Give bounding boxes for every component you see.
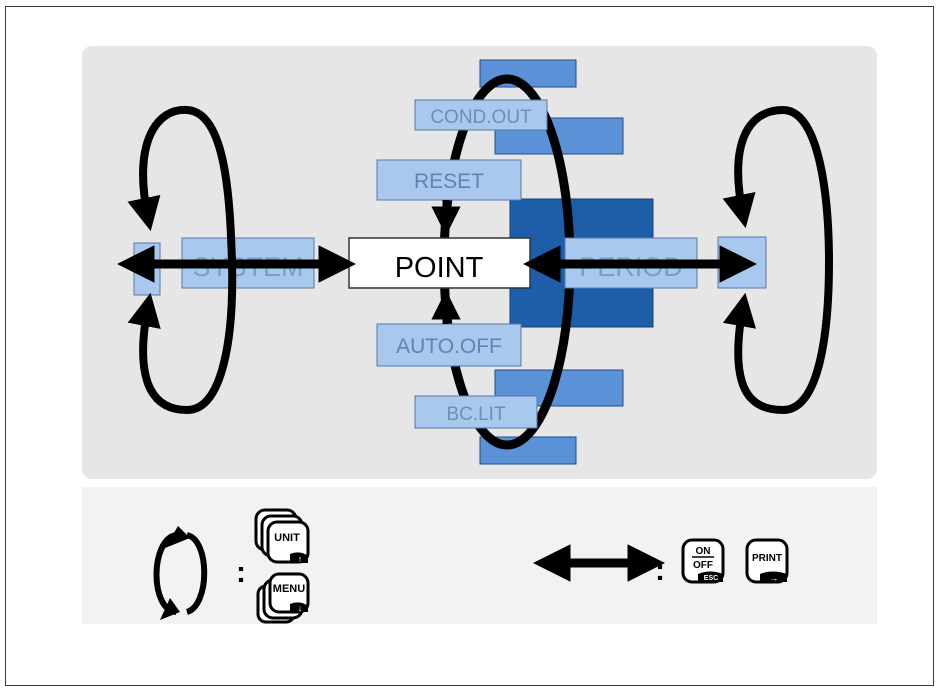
- legend-rotate-arrowhead-bottom: [160, 598, 180, 620]
- auto-off-box: [376, 323, 522, 367]
- up-arrow-icon: ↑: [298, 554, 303, 564]
- bc-lit-box: [414, 395, 538, 429]
- reset-box: [376, 159, 522, 201]
- down-arrow-icon: ↓: [298, 603, 303, 613]
- reset-label: RESET: [414, 170, 484, 193]
- system-edge-box: [133, 242, 161, 296]
- point-label: POINT: [395, 252, 484, 284]
- legend-colon-2: :: [655, 554, 665, 587]
- off-key-label: OFF: [693, 560, 713, 571]
- unit-key-stack: UNIT ↑: [254, 508, 310, 564]
- right-arrow-icon: →: [770, 573, 779, 583]
- legend-rotate-group: [153, 526, 208, 620]
- legend-rotate-arrowhead-top: [165, 526, 190, 548]
- on-off-key-group: ON OFF ESC: [681, 538, 725, 584]
- legend-panel: [82, 487, 877, 624]
- print-key-label: PRINT: [752, 553, 782, 564]
- unit-key-label: UNIT: [274, 532, 300, 544]
- menu-key-label: MENU: [273, 583, 305, 595]
- on-key-label: ON: [696, 546, 711, 557]
- menu-key-stack: MENU ↓: [256, 572, 310, 624]
- print-key-group: PRINT →: [745, 538, 789, 584]
- legend-colon-1: :: [236, 556, 246, 589]
- point-box: [348, 237, 531, 289]
- esc-key-label: ESC: [704, 575, 718, 582]
- cond-out-label: COND.OUT: [430, 107, 532, 128]
- right-loop-arc: [722, 105, 834, 415]
- bc-lit-label: BC.LIT: [446, 404, 506, 425]
- cond-out-box: [414, 99, 548, 131]
- auto-off-label: AUTO.OFF: [396, 335, 502, 358]
- unit-key[interactable]: [266, 520, 310, 564]
